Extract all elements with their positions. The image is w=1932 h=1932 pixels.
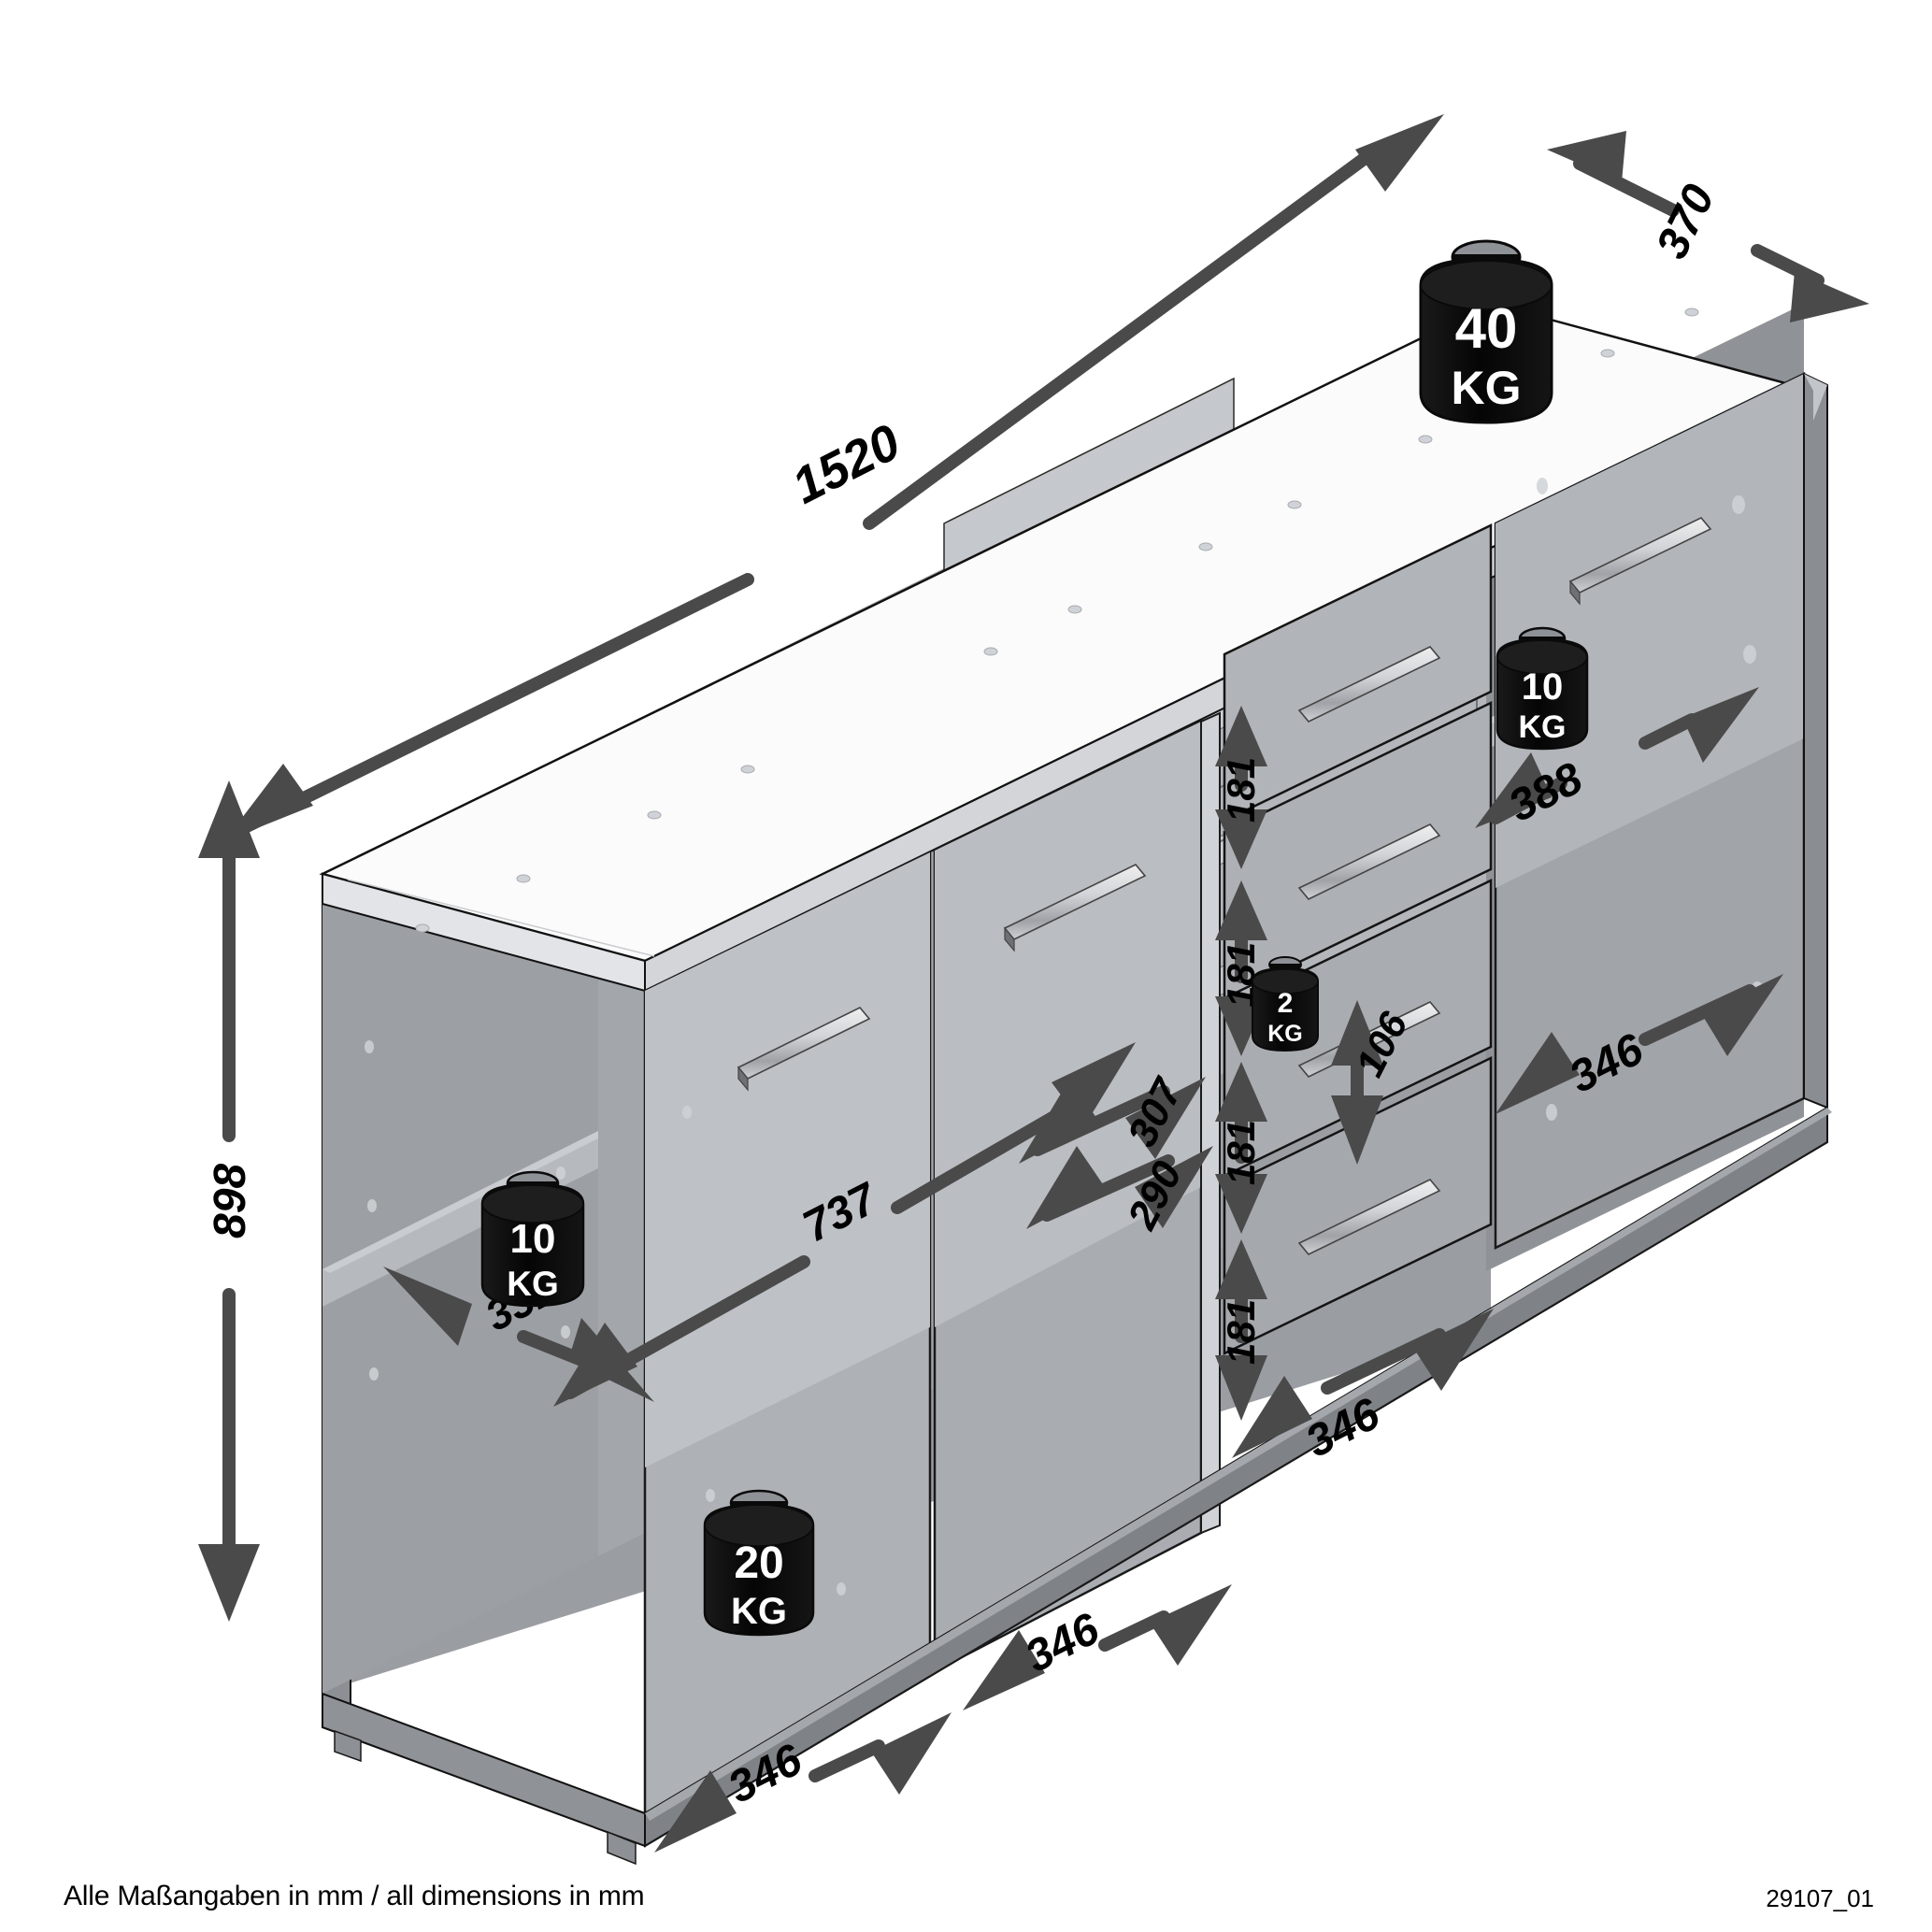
- weight-icon-10kg-right: 10 KG: [1496, 626, 1589, 751]
- dim-overall-height: [198, 780, 260, 1622]
- drawer-front-2[interactable]: [1223, 701, 1493, 1000]
- weight-10-left-unit: KG: [507, 1265, 559, 1303]
- weight-2-unit: KG: [1267, 1021, 1303, 1047]
- dim-right-compartment-width-346: [1496, 974, 1783, 1114]
- dim-overall-depth: [1547, 131, 1869, 322]
- dim-drawer-bank-width-346: [1232, 1309, 1494, 1458]
- weight-icon-10kg-left: 10 KG: [480, 1170, 585, 1308]
- weight-10-right-unit: KG: [1519, 709, 1567, 745]
- weight-40-unit: KG: [1452, 362, 1522, 414]
- dim-label-370: 370: [1647, 177, 1724, 265]
- left-shelf-edge: [322, 1131, 606, 1273]
- weight-40-value: 40: [1455, 297, 1518, 360]
- dim-center-door-width-346: [963, 1584, 1232, 1710]
- dim-label-181-3: 181: [1219, 1120, 1263, 1185]
- handle-right-door[interactable]: [1568, 517, 1712, 606]
- drawing-number: 29107_01: [1766, 1884, 1874, 1912]
- weight-20-value: 20: [734, 1538, 783, 1588]
- dim-label-898: 898: [206, 1164, 255, 1238]
- handle-center-door[interactable]: [1003, 864, 1147, 952]
- footer-units-note: Alle Maßangaben in mm / all dimensions i…: [64, 1881, 645, 1911]
- cabinet-feet: [334, 1729, 637, 1866]
- dim-overall-width: [224, 114, 1444, 841]
- weight-icon-2kg: 2 KG: [1252, 956, 1319, 1052]
- dim-drawer-depth-307: [1019, 1077, 1206, 1164]
- dim-label-181-4: 181: [1219, 1299, 1263, 1365]
- dim-left-door-width-346: [654, 1712, 952, 1853]
- dim-label-1520: 1520: [783, 414, 909, 515]
- cabinet-assembly: [319, 302, 1832, 1866]
- drawer-bank-fronts[interactable]: [1223, 523, 1493, 1355]
- dim-drawer-inner-height-106: [1331, 1000, 1383, 1165]
- dim-drawer-width-290: [1026, 1146, 1213, 1229]
- plinth-base: [322, 1106, 1832, 1848]
- handle-drawer-1[interactable]: [1297, 646, 1441, 723]
- weight-20-unit: KG: [731, 1591, 787, 1632]
- center-divider: [1200, 711, 1221, 1535]
- weight-icon-20kg: 20 KG: [703, 1489, 815, 1637]
- dim-label-181-1: 181: [1219, 757, 1263, 823]
- weight-10-left-value: 10: [510, 1216, 556, 1262]
- right-side-panel: [1803, 372, 1828, 1109]
- handle-left-door[interactable]: [737, 1007, 871, 1092]
- dimension-annotations: [198, 114, 1869, 1853]
- weight-2-value: 2: [1278, 988, 1294, 1019]
- handle-drawer-2[interactable]: [1297, 823, 1441, 900]
- handle-drawer-4[interactable]: [1297, 1179, 1441, 1255]
- dim-drawer-heights-chain: [1215, 706, 1267, 1421]
- right-top-corner: [1804, 374, 1827, 421]
- weight-10-right-value: 10: [1522, 666, 1564, 708]
- dim-right-shelf-depth-388: [1475, 687, 1759, 828]
- weight-icon-40kg: 40 KG: [1419, 239, 1553, 424]
